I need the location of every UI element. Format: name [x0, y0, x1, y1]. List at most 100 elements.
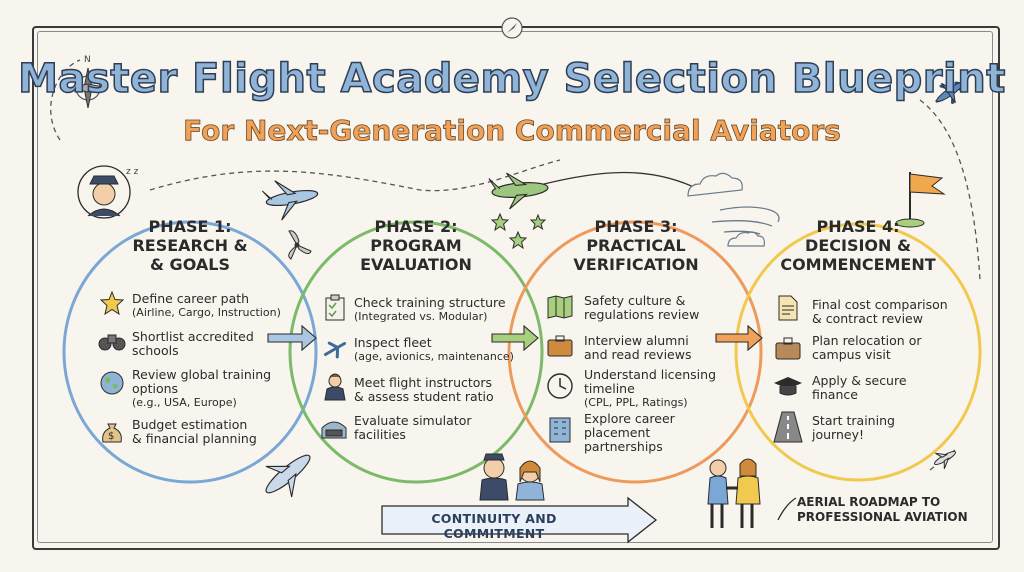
pilots-illustration — [479, 453, 545, 501]
pilot-avatar-icon: z z — [77, 165, 139, 219]
phase4-title-line1: PHASE 4: — [816, 217, 900, 236]
page-title: Master Flight Academy Selection Blueprin… — [17, 55, 1006, 103]
phase4-item-2-line1: Plan relocation or — [812, 333, 922, 348]
phase3-item-2: Interview alumni and read reviews — [584, 334, 691, 362]
arrow-2-to-3 — [491, 324, 539, 352]
phase3-item-3-line2: timeline — [584, 381, 635, 396]
flight-path-left — [50, 59, 81, 141]
document-icon — [778, 295, 798, 321]
handshake-illustration — [707, 458, 761, 528]
phase4-item-3-line1: Apply & secure — [812, 373, 907, 388]
phase4-item-1-line2: & contract review — [812, 311, 923, 326]
phase1-item-1: Define career path (Airline, Cargo, Inst… — [132, 292, 281, 320]
small-airplane-icon — [934, 450, 956, 469]
phase4-item-3: Apply & secure finance — [812, 374, 907, 402]
airplane-blue-icon — [261, 180, 319, 221]
phase1-item-2: Shortlist accredited schools — [132, 330, 254, 358]
arrow-3-to-4 — [715, 324, 763, 352]
propeller-icon — [288, 230, 312, 260]
phase1-item-4: Budget estimation & financial planning — [132, 418, 257, 446]
phase1-item-1-line1: Define career path — [132, 291, 250, 306]
roadmap-caption: AERIAL ROADMAP TO PROFESSIONAL AVIATION — [797, 495, 968, 525]
phase3-item-4-line2: placement — [584, 425, 651, 440]
clock-icon — [547, 373, 573, 399]
flag-icon — [895, 172, 946, 228]
phase3-title: PHASE 3: PRACTICAL VERIFICATION — [556, 217, 716, 274]
phase4-title-line3: COMMENCEMENT — [780, 255, 936, 274]
phase3-title-line1: PHASE 3: — [594, 217, 678, 236]
phase3-title-line3: VERIFICATION — [573, 255, 699, 274]
phase2-item-1-line1: Check training structure — [354, 295, 506, 310]
building-icon — [549, 417, 571, 443]
phase1-item-3-line2: options — [132, 381, 179, 396]
svg-text:$: $ — [108, 431, 114, 442]
phase3-item-3-line3: (CPL, PPL, Ratings) — [584, 396, 688, 409]
flight-path-top-right — [539, 171, 701, 191]
phase3-item-1: Safety culture & regulations review — [584, 294, 699, 322]
phase4-title: PHASE 4: DECISION & COMMENCEMENT — [778, 217, 938, 274]
phase2-item-1: Check training structure (Integrated vs.… — [354, 296, 506, 324]
instructor-icon — [324, 373, 346, 401]
phase3-item-1-line2: regulations review — [584, 307, 700, 322]
svg-text:z z: z z — [126, 167, 139, 177]
binoculars-icon — [98, 334, 126, 351]
phase3-ring — [507, 220, 763, 484]
phase1-item-3: Review global training options (e.g., US… — [132, 368, 271, 410]
graduation-cap-icon — [774, 377, 802, 396]
phase3-item-4: Explore career placement partnerships — [584, 412, 675, 454]
phase1-item-2-line2: schools — [132, 343, 179, 358]
phase2-title-line3: EVALUATION — [360, 255, 472, 274]
phase3-item-3-line1: Understand licensing — [584, 367, 717, 382]
phase2-title: PHASE 2: PROGRAM EVALUATION — [336, 217, 496, 274]
phase1-title: PHASE 1: RESEARCH & & GOALS — [110, 217, 270, 274]
page-subtitle: For Next-Generation Commercial Aviators — [183, 114, 841, 148]
phase2-title-line2: PROGRAM — [370, 236, 462, 255]
phase1-item-4-line1: Budget estimation — [132, 417, 248, 432]
phase4-item-4: Start training journey! — [812, 414, 895, 442]
phase4-title-line2: DECISION & — [805, 236, 911, 255]
phase2-item-3-line1: Meet flight instructors — [354, 375, 493, 390]
phase3-title-line2: PRACTICAL — [586, 236, 686, 255]
phase3-item-4-line3: partnerships — [584, 439, 663, 454]
phase1-item-1-line2: (Airline, Cargo, Instruction) — [132, 306, 281, 319]
phase2-title-line1: PHASE 2: — [374, 217, 458, 236]
roadmap-arrow — [777, 497, 797, 521]
simulator-icon — [321, 421, 347, 439]
phase4-item-4-line1: Start training — [812, 413, 895, 428]
globe-icon — [100, 371, 124, 395]
suitcase-icon — [775, 337, 801, 360]
arrow-1-to-2 — [267, 324, 317, 352]
phase2-item-4-line1: Evaluate simulator — [354, 413, 472, 428]
money-bag-icon: $ — [102, 423, 122, 443]
phase4-item-4-line2: journey! — [812, 427, 864, 442]
clipboard-icon — [325, 294, 345, 321]
phase3-item-3: Understand licensing timeline (CPL, PPL,… — [584, 368, 716, 410]
phase4-item-1-line1: Final cost comparison — [812, 297, 948, 312]
phase2-ring — [288, 220, 544, 484]
star-icon — [100, 291, 124, 315]
phase1-title-line3: & GOALS — [150, 255, 230, 274]
roadmap-caption-line1: AERIAL ROADMAP TO — [797, 495, 941, 509]
phase2-item-2: Inspect fleet (age, avionics, maintenanc… — [354, 336, 514, 364]
map-icon — [547, 295, 573, 319]
phase1-title-line1: PHASE 1: — [148, 217, 232, 236]
phase2-item-4: Evaluate simulator facilities — [354, 414, 471, 442]
phase1-title-line2: RESEARCH & — [132, 236, 248, 255]
phase3-item-2-line1: Interview alumni — [584, 333, 689, 348]
airplane-icon — [323, 341, 347, 359]
phase1-item-3-line1: Review global training — [132, 367, 272, 382]
phase4-item-2: Plan relocation or campus visit — [812, 334, 921, 362]
phase4-ring — [734, 222, 982, 482]
phase3-item-2-line2: and read reviews — [584, 347, 692, 362]
stars-icon — [490, 212, 547, 250]
airplane-green-icon — [488, 172, 549, 210]
phase2-item-4-line2: facilities — [354, 427, 406, 442]
phase1-ring — [62, 220, 318, 484]
phase1-item-4-line2: & financial planning — [132, 431, 257, 446]
roadmap-caption-line2: PROFESSIONAL AVIATION — [797, 510, 968, 524]
runway-icon — [773, 411, 803, 443]
phase3-item-4-line1: Explore career — [584, 411, 675, 426]
phase2-item-2-line2: (age, avionics, maintenance) — [354, 350, 514, 363]
svg-text:N: N — [84, 55, 91, 65]
